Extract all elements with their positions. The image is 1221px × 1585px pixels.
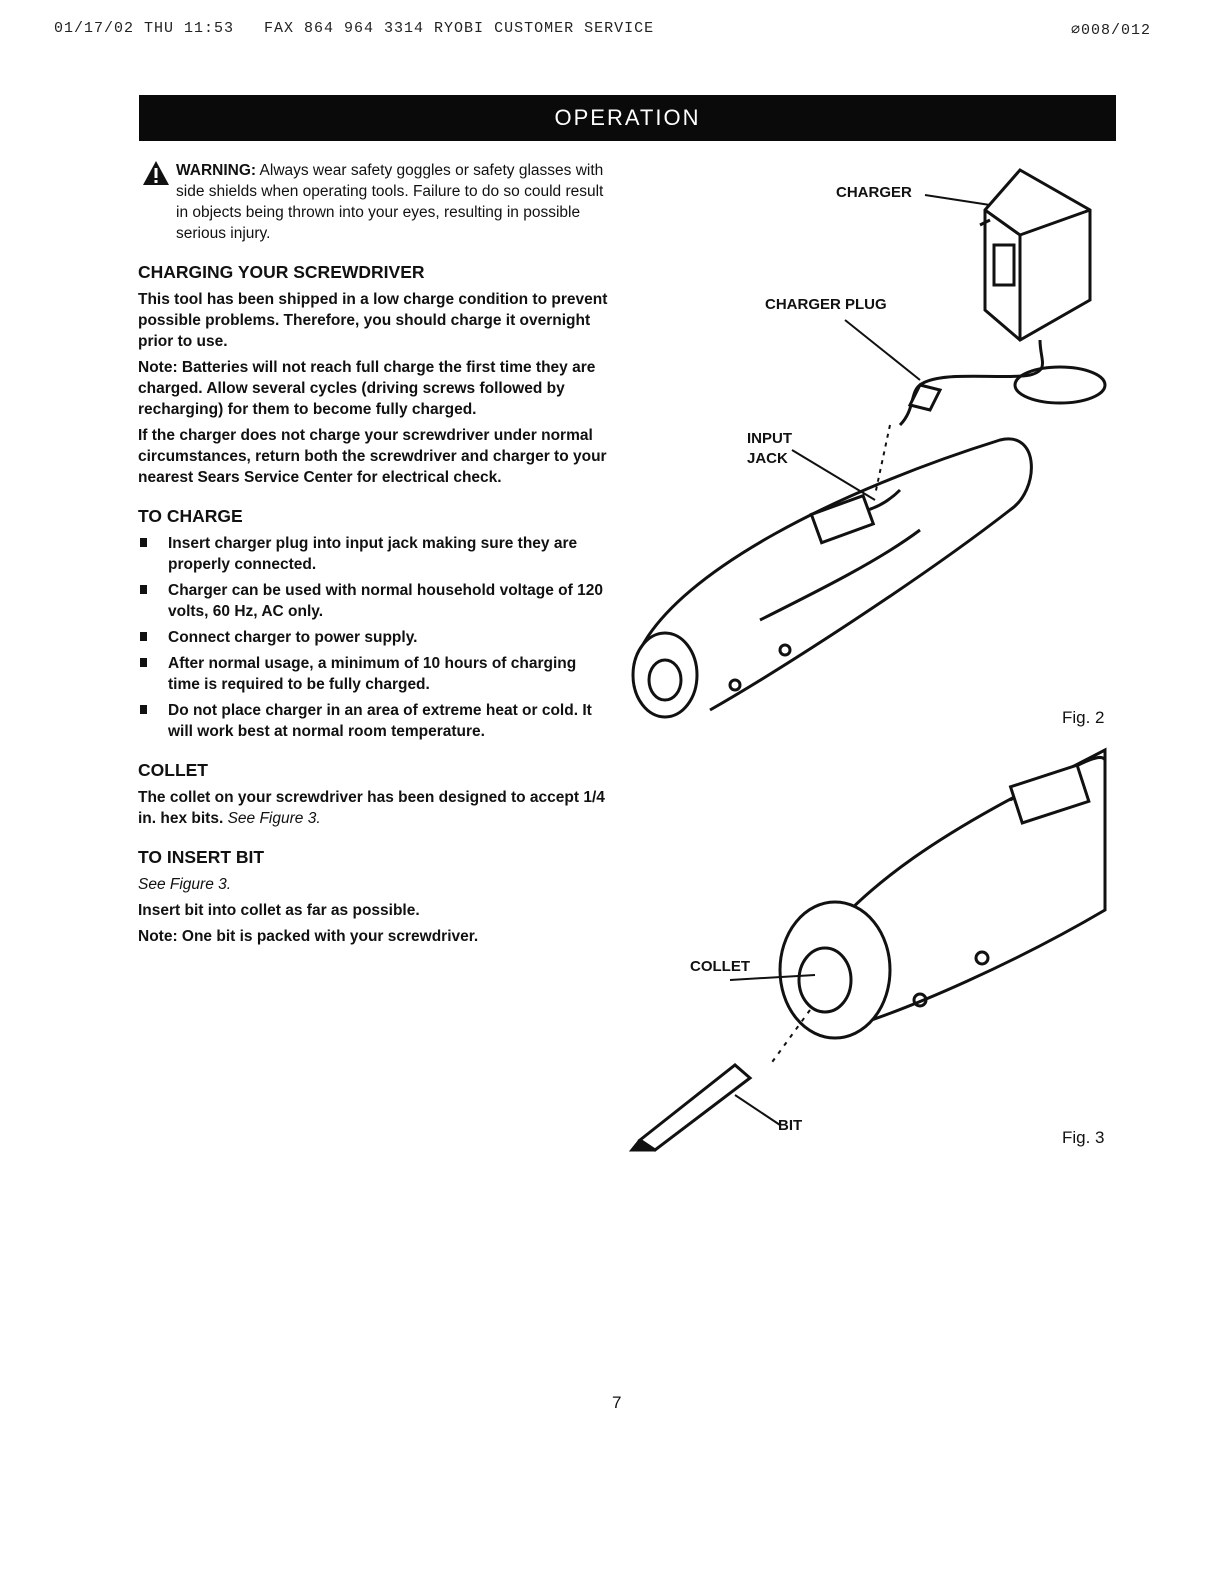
caption-fig-2: Fig. 2 xyxy=(1062,708,1105,727)
charger-cord-icon xyxy=(898,339,1044,427)
charger-plug-icon xyxy=(907,383,943,412)
to-charge-list: Insert charger plug into input jack maki… xyxy=(138,533,608,742)
collet-body: The collet on your screwdriver has been … xyxy=(138,789,605,827)
figure-area: CHARGER CHARGER PLUG INPUT JACK Fig. 2 C… xyxy=(620,150,1120,1170)
label-collet: COLLET xyxy=(690,958,750,975)
fax-page-count: ∅008/012 xyxy=(1070,22,1151,39)
label-charger-plug: CHARGER PLUG xyxy=(765,296,887,313)
fax-header-left: 01/17/02 THU 11:53 FAX 864 964 3314 RYOB… xyxy=(54,20,655,37)
insert-bit-heading: TO INSERT BIT xyxy=(138,847,265,867)
warning-label: WARNING: xyxy=(176,162,257,179)
input-jack-pointer xyxy=(791,449,876,501)
banner-title: OPERATION xyxy=(554,105,701,130)
charger-pointer xyxy=(924,194,991,206)
page-number: 7 xyxy=(612,1393,622,1412)
insert-bit-note: Note: One bit is packed with your screwd… xyxy=(138,928,479,945)
warning-body: Always wear safety goggles or safety gla… xyxy=(176,162,604,242)
charging-paragraph-1: This tool has been shipped in a low char… xyxy=(138,291,608,350)
figure-2-illustration xyxy=(628,168,1107,1152)
collet-heading: COLLET xyxy=(138,760,208,780)
cord-to-jack-dashed xyxy=(874,424,891,496)
bit-pointer xyxy=(734,1094,781,1126)
charging-paragraph-3: If the charger does not charge your scre… xyxy=(138,427,607,486)
list-item: After normal usage, a minimum of 10 hour… xyxy=(138,653,608,695)
charging-heading: CHARGING YOUR SCREWDRIVER xyxy=(138,262,425,282)
text-column: WARNING: Always wear safety goggles or s… xyxy=(138,160,608,952)
bit-icon xyxy=(628,1063,753,1152)
label-charger: CHARGER xyxy=(836,184,912,201)
collet-pointer xyxy=(729,974,816,981)
caption-fig-3: Fig. 3 xyxy=(1062,1128,1105,1147)
collet-text: The collet on your screwdriver has been … xyxy=(138,787,608,829)
charger-icon xyxy=(979,168,1092,342)
label-bit: BIT xyxy=(778,1117,803,1134)
insert-bit-ref: See Figure 3. xyxy=(138,874,608,895)
list-item: Insert charger plug into input jack maki… xyxy=(138,533,608,575)
collet-figure-ref: See Figure 3. xyxy=(227,810,321,827)
label-input: INPUT xyxy=(747,430,792,447)
screwdriver-fig2-icon xyxy=(631,437,1033,719)
label-jack: JACK xyxy=(747,450,788,467)
warning-block: WARNING: Always wear safety goggles or s… xyxy=(142,160,608,244)
screwdriver-fig3-icon xyxy=(778,747,1107,1040)
list-item: Connect charger to power supply. xyxy=(138,627,608,648)
list-item: Charger can be used with normal househol… xyxy=(138,580,608,622)
charger-plug-pointer xyxy=(844,319,921,381)
insert-bit-figure-ref: See Figure 3. xyxy=(138,876,232,893)
warning-triangle-icon xyxy=(143,161,169,185)
charging-note: Note: Batteries will not reach full char… xyxy=(138,359,596,418)
insert-bit-text: Insert bit into collet as far as possibl… xyxy=(138,902,420,919)
to-charge-heading: TO CHARGE xyxy=(138,506,243,526)
warning-text: WARNING: Always wear safety goggles or s… xyxy=(176,160,608,244)
section-banner: OPERATION xyxy=(139,95,1116,141)
cord-loop-icon xyxy=(1013,365,1107,405)
bit-to-collet-dashed xyxy=(769,1009,811,1066)
list-item: Do not place charger in an area of extre… xyxy=(138,700,608,742)
